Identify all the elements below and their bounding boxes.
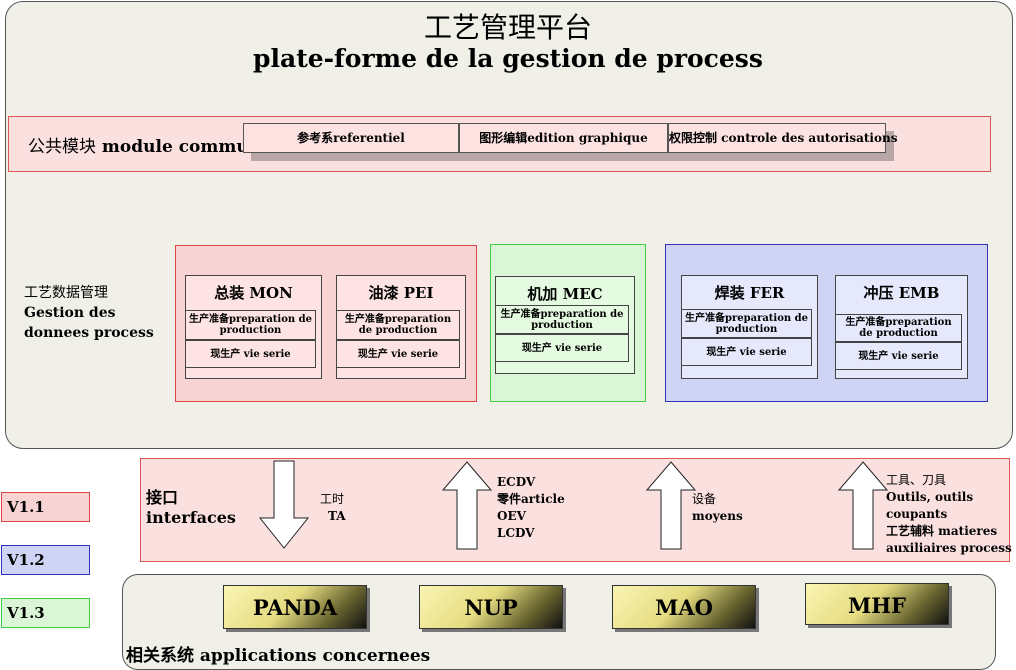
arrow-down-ta-icon [258,460,310,549]
common-module-label-cn: 公共模块 [28,137,96,157]
applications-label: 相关系统 applications concernees [126,646,431,666]
legend-v1-2: V1.2 [1,545,90,575]
interface-outils-line: 工具、刀具 [886,473,947,487]
module-pei-title: 油漆 PEI [368,284,434,302]
interface-ecdv-text: ECDV 零件article OEV LCDV [497,474,565,542]
common-module-label-fr: module commun [101,137,262,157]
app-nup[interactable]: NUP [419,585,563,629]
arrow-up-outils-icon [837,461,889,550]
arrow-up-ecdv-icon [441,461,493,550]
interface-ta-line: TA [328,509,346,523]
module-fer-title: 焊装 FER [714,284,785,302]
common-module-label: 公共模块 module commun [28,132,261,157]
module-pei[interactable]: 油漆 PEI [336,275,466,379]
module-emb[interactable]: 冲压 EMB [835,275,968,379]
interface-ecdv-line: 零件article [497,492,565,506]
module-fer-serie[interactable]: 现生产 vie serie [681,338,812,366]
module-mec-serie[interactable]: 现生产 vie serie [495,334,629,362]
interface-ecdv-line: ECDV [497,475,536,489]
platform-title-fr: plate-forme de la gestion de process [253,44,763,73]
process-data-label-cn: 工艺数据管理 [24,285,108,301]
module-mon-serie[interactable]: 现生产 vie serie [185,340,316,368]
interface-ta-text: 工时 TA [320,491,346,525]
module-pei-serie[interactable]: 现生产 vie serie [336,340,460,368]
process-data-label-fr-1: Gestion des [24,305,116,321]
interface-outils-line: Outils, outils [886,490,974,504]
platform-title-cn: 工艺管理平台 [423,11,592,44]
interface-ta-line: 工时 [320,492,345,506]
app-mao[interactable]: MAO [612,585,756,629]
interfaces-label-fr: interfaces [146,508,236,527]
interface-outils-line: auxiliaires process [886,541,1012,555]
process-data-label: 工艺数据管理 Gestion des donnees process [24,283,154,343]
module-mon[interactable]: 总装 MON [185,275,322,379]
interface-moyens-line: 设备 [692,492,717,506]
app-panda[interactable]: PANDA [223,585,367,629]
module-emb-prep[interactable]: 生产准备preparation de production [835,314,962,342]
referentiel-button[interactable]: 参考系referentiel [243,123,459,153]
module-fer[interactable]: 焊装 FER [681,275,818,379]
interfaces-label-cn: 接口 [146,488,179,507]
interface-outils-text: 工具、刀具 Outils, outils coupants 工艺辅料 matie… [886,472,1012,557]
arrow-up-moyens-icon [645,461,697,550]
module-mec-title: 机加 MEC [527,285,603,303]
process-data-label-fr-2: donnees process [24,325,154,341]
legend-v1-1: V1.1 [1,492,90,522]
interfaces-label: 接口 interfaces [146,488,236,528]
interface-moyens-text: 设备 moyens [692,491,743,525]
interface-outils-line: coupants [886,507,948,521]
app-mhf[interactable]: MHF [805,583,949,625]
autorisations-button[interactable]: 权限控制 controle des autorisations [668,123,897,153]
module-pei-prep[interactable]: 生产准备preparation de production [336,310,460,340]
module-emb-title: 冲压 EMB [863,284,940,302]
edition-graphique-button[interactable]: 图形编辑edition graphique [459,123,668,153]
module-fer-prep[interactable]: 生产准备preparation de production [681,309,812,338]
interface-ecdv-line: OEV [497,509,526,523]
interface-outils-line: 工艺辅料 matieres [886,524,998,538]
legend-v1-3: V1.3 [1,598,90,628]
module-mon-prep[interactable]: 生产准备preparation de production [185,310,316,340]
module-emb-serie[interactable]: 现生产 vie serie [835,342,962,370]
interface-ecdv-line: LCDV [497,526,535,540]
interface-moyens-line: moyens [692,509,743,523]
module-mec-prep[interactable]: 生产准备preparation de production [495,305,629,334]
module-mon-title: 总装 MON [214,284,293,302]
